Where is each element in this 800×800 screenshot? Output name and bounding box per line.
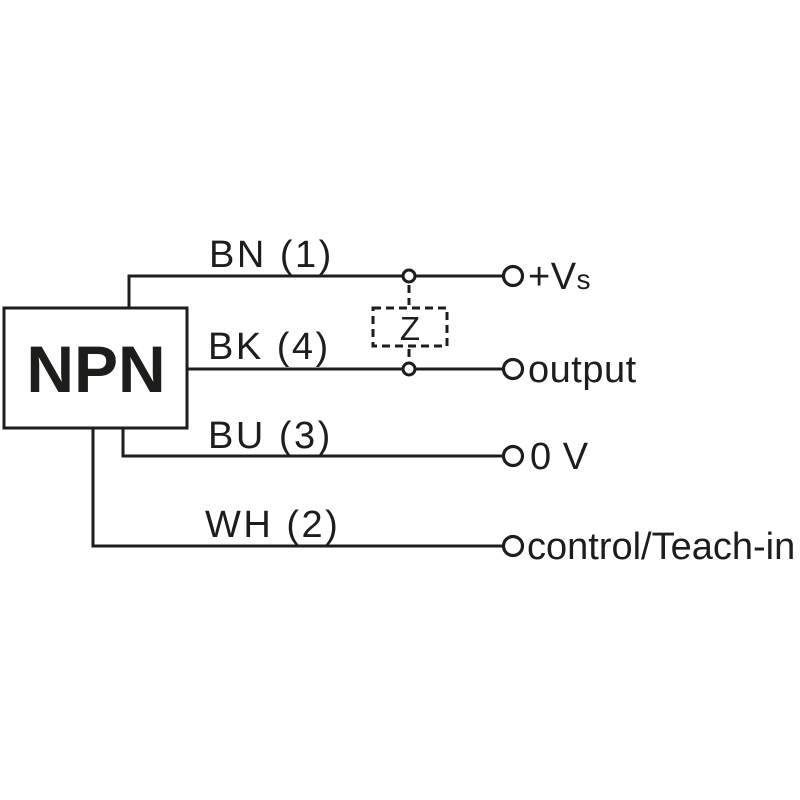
output-terminal-label: output — [528, 349, 637, 391]
bk-junction-dot — [401, 361, 417, 377]
wh-wire-line — [91, 428, 503, 548]
control-terminal-circle — [501, 534, 525, 558]
impedance-box — [371, 306, 449, 348]
bk-wire-label: BK (4) — [208, 326, 331, 368]
bn-wire-line — [127, 274, 504, 308]
control-terminal-label: control/Teach-in — [527, 526, 795, 568]
wire-bn: BN (1) +Vs — [127, 234, 591, 308]
bu-wire-label: BU (3) — [208, 415, 333, 457]
wire-bk: BK (4) output — [187, 326, 637, 391]
vs-terminal-label-sub: s — [577, 264, 592, 295]
output-terminal-circle — [501, 357, 525, 381]
zerov-terminal-circle — [501, 444, 525, 468]
impedance: Z — [371, 285, 449, 360]
bu-wire-line — [121, 428, 504, 458]
device: NPN — [2, 306, 189, 430]
bn-junction-dot — [401, 268, 417, 284]
wire-wh: WH (2) control/Teach-in — [91, 428, 795, 568]
device-label: NPN — [26, 332, 165, 406]
impedance-label: Z — [400, 310, 420, 347]
vs-terminal-label-main: +V — [528, 256, 577, 298]
wh-wire-label: WH (2) — [205, 504, 340, 546]
vs-terminal-label: +Vs — [528, 256, 591, 298]
zerov-terminal-label: 0 V — [530, 436, 589, 478]
vs-terminal-circle — [501, 264, 525, 288]
wire-bu: BU (3) 0 V — [121, 415, 589, 478]
bn-wire-label: BN (1) — [209, 234, 334, 276]
